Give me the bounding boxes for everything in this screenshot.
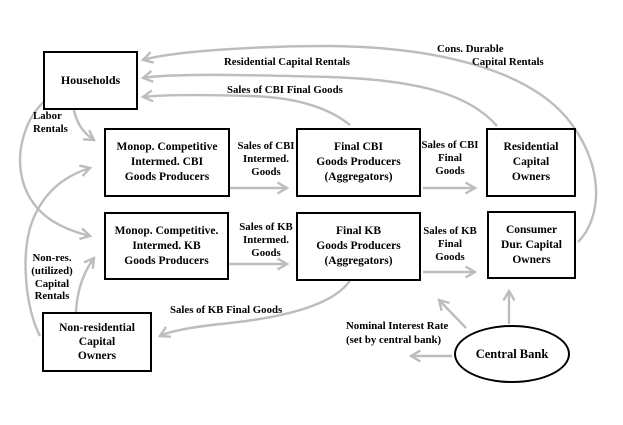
label-sales-cbi-final-goods-households: Sales of CBI Final Goods — [227, 84, 343, 96]
node-label: (Aggregators) — [324, 255, 393, 267]
node-label: Final KB — [335, 225, 382, 237]
node-label: Central Bank — [475, 346, 549, 361]
node-households: Households — [43, 51, 138, 110]
node-label: Intermed. KB — [132, 239, 201, 252]
arrow-nonres-rentals-to-kb-producers — [74, 258, 94, 313]
node-label: Intermed. CBI — [130, 156, 204, 168]
node-label: Residential — [503, 141, 559, 153]
node-label: Owners — [512, 253, 551, 266]
label-sales-cbi-final-goods: Sales of CBI Final Goods — [421, 139, 479, 177]
arrow-nonres-rentals-to-cbi-producers — [24, 168, 90, 337]
node-final-kb-producers: Final KB Goods Producers (Aggregators) — [296, 212, 421, 281]
arrow-sales-kb-final-to-nonres-owners — [160, 278, 353, 336]
label-residential-capital-rentals: Residential Capital Rentals — [224, 56, 350, 68]
arrow-labor-to-kb-producers — [19, 98, 90, 236]
arrow-central-bank-diagonal — [439, 300, 467, 329]
arrow-labor-to-cbi-producers — [71, 105, 94, 140]
node-label: Monop. Competitive — [116, 141, 218, 153]
node-label: Capital — [78, 336, 116, 348]
label-sales-cbi-intermed-goods: Sales of CBI Intermed. Goods — [237, 140, 295, 178]
label-labor-rentals: Labor Rentals — [33, 110, 68, 135]
node-monop-kb-producers: Monop. Competitive. Intermed. KB Goods P… — [104, 212, 229, 280]
node-consumer-durable-capital-owners: Consumer Dur. Capital Owners — [487, 211, 576, 279]
node-residential-capital-owners: Residential Capital Owners — [486, 128, 576, 197]
node-label: Monop. Competitive. — [114, 224, 219, 237]
label-sales-kb-final-goods-bottom: Sales of KB Final Goods — [170, 304, 283, 316]
node-label: (Aggregators) — [324, 171, 393, 183]
label-cons-durable-capital-rentals: Cons. Durable Capital Rentals — [437, 43, 544, 68]
node-label: Final CBI — [334, 141, 383, 153]
node-monop-cbi-producers: Monop. Competitive Intermed. CBI Goods P… — [104, 128, 230, 197]
node-final-cbi-producers: Final CBI Goods Producers (Aggregators) — [296, 128, 421, 197]
label-nonres-utilized-capital-rentals: Non-res. (utilized) Capital Rentals — [31, 252, 73, 303]
node-label: Households — [60, 73, 121, 87]
node-label: Non-residential — [59, 322, 135, 334]
node-label: Owners — [511, 171, 551, 183]
node-label: Consumer — [505, 223, 558, 236]
node-label: Goods Producers — [124, 254, 209, 267]
arrow-cbi-final-goods-to-households — [143, 95, 351, 126]
node-label: Goods Producers — [316, 156, 401, 168]
node-label: Dur. Capital — [501, 238, 562, 251]
node-label: Owners — [77, 350, 117, 362]
node-label: Goods Producers — [316, 240, 401, 252]
arrow-residential-rentals-to-households — [143, 75, 498, 127]
label-nominal-interest-rate: Nominal Interest Rate (set by central ba… — [346, 320, 449, 346]
arrow-cons-durable-rentals-to-households — [143, 44, 598, 243]
node-central-bank: Central Bank — [454, 325, 570, 383]
node-label: Capital — [512, 156, 550, 168]
node-label: Goods Producers — [124, 171, 210, 183]
label-sales-kb-intermed-goods: Sales of KB Intermed. Goods — [239, 221, 293, 259]
label-sales-kb-final-goods: Sales of KB Final Goods — [423, 225, 477, 263]
node-nonresidential-capital-owners: Non-residential Capital Owners — [42, 312, 152, 372]
